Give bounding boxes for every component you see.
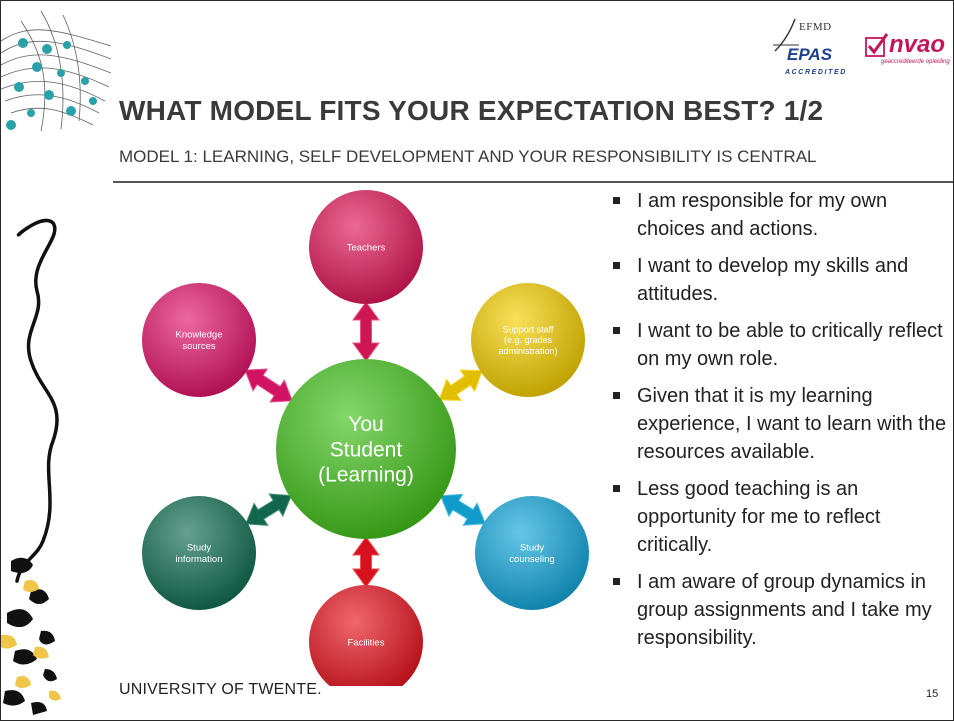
diagram-node-label: sources: [182, 341, 216, 352]
diagram-node-circle: [142, 283, 256, 397]
decorative-artwork: [1, 10, 112, 715]
check-mark-icon: [865, 33, 889, 57]
diagram-node-label: Study: [187, 543, 212, 554]
diagram-node-label: Knowledge: [175, 330, 222, 341]
diagram-node-label: information: [176, 554, 223, 565]
bullet-item: Given that it is my learning experience,…: [607, 382, 953, 466]
diagram-node-label: Support staff: [503, 324, 554, 334]
diagram-node-label: (e.g. grades: [504, 335, 553, 345]
slide-subtitle: MODEL 1: LEARNING, SELF DEVELOPMENT AND …: [119, 147, 817, 166]
diagram-node-label: Facilities: [348, 637, 385, 648]
diagram-node-label: Study: [520, 543, 545, 554]
epas-swoosh-icon: [773, 18, 799, 52]
double-arrow-icon: [352, 301, 380, 362]
page-number: 15: [926, 688, 939, 700]
diagram-node-label: counseling: [509, 554, 554, 565]
nvao-name: nvao: [889, 31, 946, 58]
diagram-node-circle: [471, 283, 585, 397]
epas-org-label: EFMD: [799, 21, 832, 33]
epas-accredited-label: ACCREDITED: [785, 69, 847, 76]
bullet-item: I am responsible for my own choices and …: [607, 187, 953, 243]
epas-logo: EFMD EPAS ACCREDITED: [771, 15, 853, 83]
university-name: UNIVERSITY OF TWENTE.: [119, 681, 322, 698]
diagram-node-label: administration): [498, 346, 557, 356]
bullet-item: I am aware of group dynamics in group as…: [607, 568, 953, 652]
expectation-bullet-list: I am responsible for my own choices and …: [607, 187, 953, 661]
nvao-logo: nvao geaccrediteerde opleiding: [863, 31, 951, 73]
accreditation-logos: EFMD EPAS ACCREDITED nvao geaccrediteerd…: [771, 15, 951, 83]
slide-title: WHAT MODEL FITS YOUR EXPECTATION BEST? 1…: [119, 95, 824, 126]
bullet-item: Less good teaching is an opportunity for…: [607, 475, 953, 559]
epas-name: EPAS: [787, 45, 833, 64]
nvao-tagline: geaccrediteerde opleiding: [881, 59, 950, 65]
title-divider: [113, 181, 953, 183]
center-node-circle: [276, 359, 456, 539]
center-node-label: You: [348, 413, 383, 436]
diagram-node-circle: [309, 585, 423, 686]
double-arrow-icon: [352, 536, 380, 588]
diagram-node-circle: [309, 190, 423, 304]
bullet-item: I want to be able to critically reflect …: [607, 317, 953, 373]
bullet-item: I want to develop my skills and attitude…: [607, 252, 953, 308]
diagram-node-circle: [475, 496, 589, 610]
diagram-node-label: Teachers: [347, 242, 386, 253]
diagram-node-circle: [142, 496, 256, 610]
center-node-label: (Learning): [318, 464, 414, 487]
center-node-label: Student: [330, 438, 403, 461]
